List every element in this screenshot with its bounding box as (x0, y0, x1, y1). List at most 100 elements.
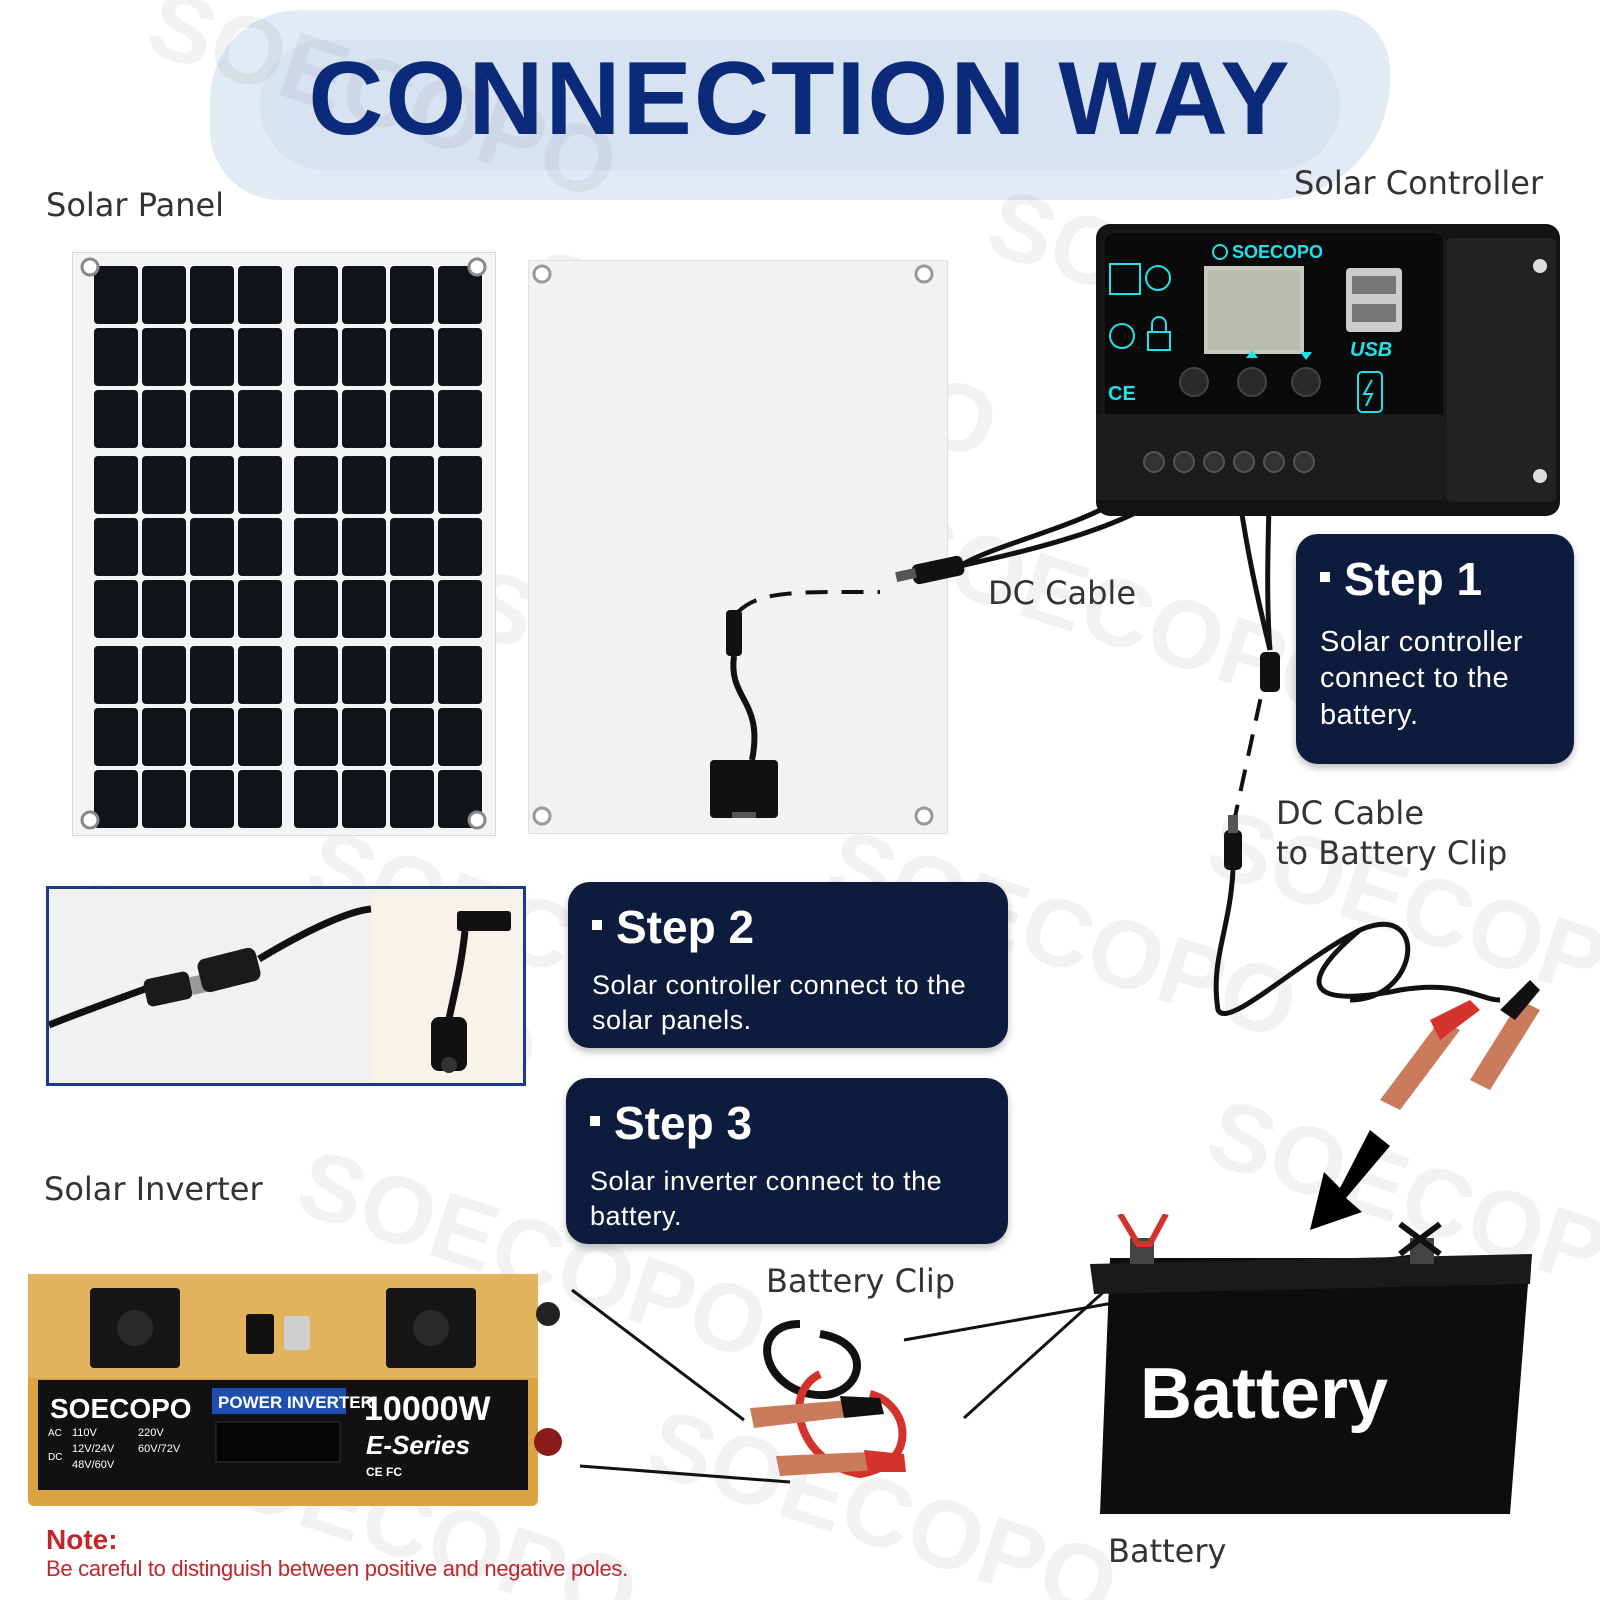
solar-cell (342, 328, 386, 386)
solar-cell (190, 646, 234, 704)
ac-option: 110V (72, 1427, 98, 1439)
solar-cell (190, 390, 234, 448)
solar-cell (238, 646, 282, 704)
battery-label: Battery (1108, 1532, 1227, 1570)
solar-cell (94, 580, 138, 638)
step-2-desc-line: solar panels. (592, 1005, 752, 1036)
solar-cell (190, 708, 234, 766)
solar-panel-front (72, 252, 496, 836)
power-switch[interactable] (246, 1314, 274, 1354)
dc-cable-battery-label-line2: to Battery Clip (1276, 834, 1508, 872)
solar-cell (294, 770, 338, 828)
dc-cable-battery-label-line1: DC Cable (1276, 794, 1424, 832)
note-text: Be careful to distinguish between positi… (46, 1556, 628, 1581)
terminal-screws (1143, 451, 1315, 473)
solar-cell (238, 266, 282, 324)
solar-cell (294, 518, 338, 576)
page-title: CONNECTION WAY (308, 41, 1292, 157)
bullet-dot (592, 919, 602, 930)
solar-cell (142, 390, 186, 448)
solar-cell (238, 580, 282, 638)
solar-cell (390, 646, 434, 704)
phone-charge-icon (1357, 371, 1383, 413)
solar-panel-back (528, 260, 948, 834)
ac-option: 220V (138, 1427, 164, 1439)
red-clip (776, 1452, 876, 1476)
solar-cell (390, 708, 434, 766)
inverter-badge: POWER INVERTER (218, 1393, 373, 1412)
solar-cell (294, 328, 338, 386)
controller-button-1[interactable] (1179, 367, 1209, 397)
battery-face-text: Battery (1140, 1354, 1388, 1434)
solar-cell (390, 390, 434, 448)
solar-controller-image: SOECOPO CE USB (1096, 224, 1560, 516)
inverter-power: 10000W (364, 1390, 492, 1428)
step-3-desc-line: battery. (590, 1201, 683, 1232)
step-2-desc-line: Solar controller connect to the (592, 970, 967, 1000)
step-3-title: Step 3 (614, 1097, 753, 1149)
solar-cell (238, 518, 282, 576)
solar-cell (438, 390, 482, 448)
step-1-desc-line: battery. (1320, 698, 1419, 731)
bullet-dot (590, 1115, 600, 1126)
solar-cell (390, 770, 434, 828)
solar-cell (142, 328, 186, 386)
solar-cell (94, 708, 138, 766)
down-arrow-icon (1300, 352, 1312, 360)
terminal-positive (534, 1428, 562, 1456)
inverter-certs: CE FC (366, 1465, 402, 1479)
solar-cell (94, 456, 138, 514)
solar-inverter-label: Solar Inverter (44, 1170, 263, 1208)
solar-cell (142, 646, 186, 704)
solar-cell (342, 518, 386, 576)
solar-cell (190, 328, 234, 386)
solar-cell (94, 328, 138, 386)
timer-clock-icon (1109, 323, 1135, 349)
dc-option: 48V/60V (72, 1459, 115, 1471)
solar-cell (238, 390, 282, 448)
inverter-brand: SOECOPO (50, 1393, 192, 1424)
usb-label: USB (1350, 339, 1392, 361)
step-3-card: Step 3 Solar inverter connect to the bat… (566, 1078, 1008, 1244)
solar-cell (294, 580, 338, 638)
solar-cell (142, 770, 186, 828)
solar-cell (342, 770, 386, 828)
brand-logo-icon (1212, 244, 1228, 260)
solar-cell (390, 328, 434, 386)
solar-cell (142, 456, 186, 514)
solar-cell (238, 328, 282, 386)
solar-cell (190, 580, 234, 638)
controller-button-down[interactable] (1291, 367, 1321, 397)
step-1-title: Step 1 (1344, 553, 1483, 605)
solar-cell (142, 580, 186, 638)
dc-option: 12V/24V (72, 1443, 115, 1455)
solar-cell (438, 646, 482, 704)
solar-cell (142, 266, 186, 324)
terminal-negative (536, 1302, 560, 1326)
dc-label: DC (48, 1452, 62, 1463)
solar-cell (438, 708, 482, 766)
solar-cell (438, 518, 482, 576)
solar-cell (94, 266, 138, 324)
controller-button-up[interactable] (1237, 367, 1267, 397)
battery-clip-image (750, 1320, 907, 1479)
solar-cell (342, 580, 386, 638)
up-arrow-icon (1246, 350, 1258, 358)
solar-cell (94, 390, 138, 448)
step-1-desc-line: connect to the (1320, 662, 1510, 695)
step-1-card: Step 1 Solar controller connect to the b… (1296, 534, 1574, 764)
inverter-series: E-Series (366, 1430, 470, 1460)
solar-cell (342, 390, 386, 448)
solar-cell (294, 708, 338, 766)
solar-cell (94, 770, 138, 828)
solar-cell (142, 708, 186, 766)
ce-mark: CE (1108, 383, 1136, 405)
solar-cell (238, 708, 282, 766)
lock-icon (1147, 331, 1171, 351)
step-3-desc-line: Solar inverter connect to the (590, 1166, 943, 1196)
controller-brand: SOECOPO (1232, 242, 1323, 262)
battery-image: Battery (1090, 1214, 1532, 1514)
solar-cell (94, 646, 138, 704)
solar-cell (390, 580, 434, 638)
solar-cell (438, 328, 482, 386)
